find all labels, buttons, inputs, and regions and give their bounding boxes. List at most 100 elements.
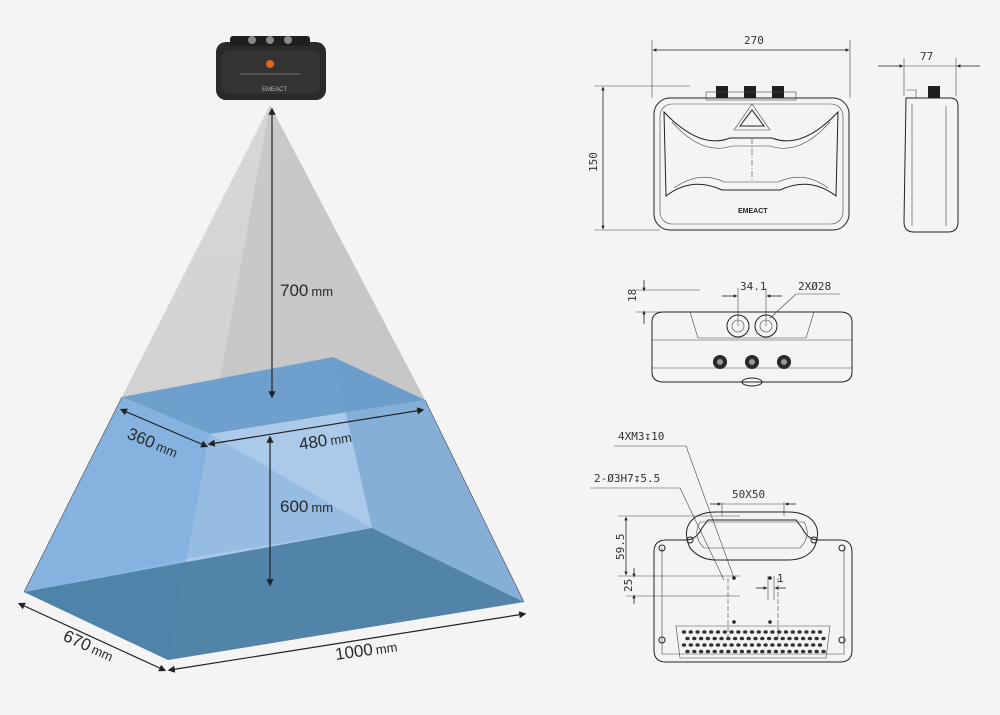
vent-hole	[709, 643, 714, 647]
dim-77: 77	[920, 50, 933, 63]
vent-hole	[722, 630, 727, 634]
vent-hole	[800, 649, 806, 654]
callout-thread: 4XM3↧10	[618, 430, 664, 443]
vent-hole	[705, 636, 711, 641]
vent-hole	[814, 636, 819, 641]
vent-hole	[732, 636, 738, 641]
vent-hole	[743, 643, 748, 647]
vent-hole	[681, 643, 687, 647]
vent-hole	[692, 636, 697, 641]
vent-hole	[743, 630, 748, 634]
vent-hole	[794, 649, 799, 654]
drawing-back-view: 4XM3↧10 2-Ø3H7↧5.5 50X50 59.5 25 1	[590, 430, 853, 663]
vent-hole	[821, 649, 826, 654]
vent-hole	[698, 649, 704, 654]
dim-1000-label: 1000mm	[334, 636, 399, 664]
vent-hole	[763, 643, 768, 647]
vent-hole	[821, 636, 826, 641]
vent-hole	[773, 649, 779, 654]
front-logo: EMEACT	[738, 208, 768, 215]
vent-hole	[783, 643, 789, 647]
vent-hole	[722, 643, 727, 647]
drawing-top-view: 18 34.1 2XØ28	[626, 280, 853, 387]
vent-hole	[698, 636, 704, 641]
dim-25: 25	[622, 579, 635, 592]
vent-hole	[685, 636, 690, 641]
vent-hole	[817, 630, 823, 634]
vent-hole	[746, 636, 751, 641]
vent-hole	[692, 649, 697, 654]
vent-hole	[702, 643, 707, 647]
vent-hole	[811, 643, 816, 647]
vent-hole	[797, 643, 802, 647]
vent-hole	[736, 643, 741, 647]
callout-pin: 2-Ø3H7↧5.5	[594, 472, 660, 485]
vent-hole	[760, 649, 765, 654]
vent-hole	[695, 630, 700, 634]
vent-hole	[790, 643, 795, 647]
vent-hole	[753, 636, 758, 641]
dim-480-label: 480mm	[298, 427, 353, 454]
vent-hole	[749, 630, 755, 634]
vent-hole	[712, 636, 717, 641]
vent-hole	[705, 649, 711, 654]
vent-hole	[787, 636, 792, 641]
dim-34-1: 34.1	[740, 280, 767, 293]
vent-hole	[719, 649, 724, 654]
dim-1: 1	[777, 572, 784, 585]
camera-logo: EMEACT	[262, 87, 287, 93]
lens-icon	[726, 314, 778, 338]
vent-hole	[780, 649, 785, 654]
vent-hole	[807, 636, 813, 641]
vent-hole	[760, 636, 765, 641]
vent-hole	[726, 649, 731, 654]
vent-hole	[770, 630, 775, 634]
far-plane-inner	[24, 397, 372, 592]
vent-hole	[800, 636, 806, 641]
vent-hole	[794, 636, 799, 641]
vent-hole	[787, 649, 792, 654]
vent-hole	[715, 630, 721, 634]
vent-hole	[777, 630, 782, 634]
vent-hole	[726, 636, 731, 641]
vent-hole	[780, 636, 785, 641]
vent-hole	[712, 649, 717, 654]
vent-hole	[756, 643, 761, 647]
drawing-front-view: 270 150 EMEACT	[587, 34, 851, 231]
camera-device: EMEACT	[216, 36, 326, 100]
vent-hole	[681, 630, 687, 634]
dim-670-label: 670mm	[60, 626, 116, 665]
vent-hole	[807, 649, 813, 654]
vent-hole	[695, 643, 700, 647]
vent-hole	[688, 643, 693, 647]
vent-hole	[729, 630, 734, 634]
vent-hole	[770, 643, 775, 647]
vent-hole	[688, 630, 693, 634]
vent-hole	[739, 636, 745, 641]
connector-icon	[713, 355, 791, 369]
dim-50x50: 50X50	[732, 488, 765, 501]
vent-hole	[766, 636, 772, 641]
vent-hole	[814, 649, 819, 654]
vent-hole	[739, 649, 745, 654]
vent-hole	[685, 649, 690, 654]
vent-hole	[702, 630, 707, 634]
vent-hole	[790, 630, 795, 634]
vent-hole	[715, 643, 721, 647]
dim-18: 18	[626, 289, 639, 302]
vent-hole	[719, 636, 724, 641]
vent-hole	[773, 636, 779, 641]
vent-hole	[763, 630, 768, 634]
vent-hole	[746, 649, 751, 654]
status-led-icon	[266, 60, 274, 68]
vent-hole	[817, 643, 823, 647]
vent-hole	[749, 643, 755, 647]
dim-150: 150	[587, 152, 600, 172]
vent-hole	[732, 649, 738, 654]
vent-hole	[709, 630, 714, 634]
vent-hole	[753, 649, 758, 654]
